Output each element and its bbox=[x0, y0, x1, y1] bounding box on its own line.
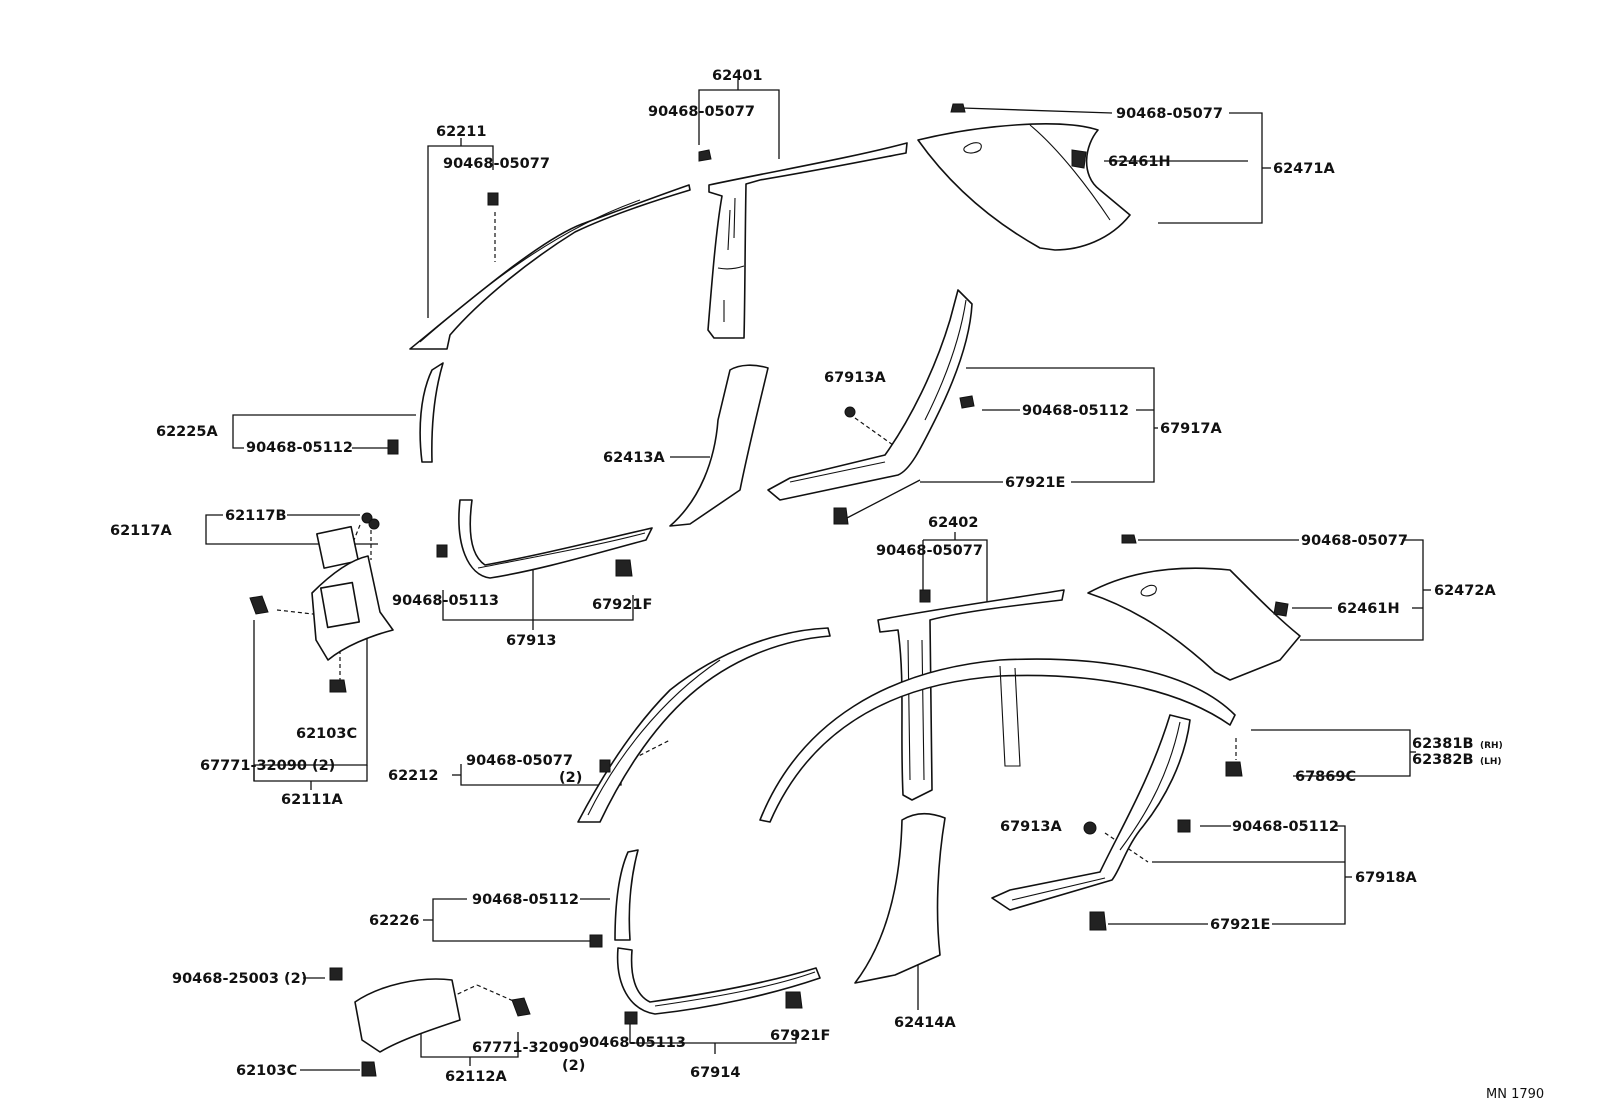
label-90468-05077-b: 90468-05077 bbox=[1116, 106, 1223, 122]
label-90468-05113-a: 90468-05113 bbox=[392, 593, 499, 609]
label-90468-05077-d: 90468-05077 bbox=[876, 543, 983, 559]
label-67917A: 67917A bbox=[1160, 421, 1222, 437]
part-62226-weatherstrip bbox=[614, 849, 639, 941]
part-62472A-quarter-trim bbox=[1087, 567, 1301, 681]
label-67771-32090-b: 67771-32090 bbox=[472, 1040, 579, 1056]
label-62461H-a: 62461H bbox=[1108, 154, 1171, 170]
part-67918A-scuff-plate bbox=[991, 714, 1191, 911]
callout-labels: 62401 90468-05077 90468-05077 62211 9046… bbox=[110, 68, 1544, 1102]
part-62413A-b-pillar-lower bbox=[669, 364, 769, 527]
label-67913A-a: 67913A bbox=[824, 370, 886, 386]
label-67914: 67914 bbox=[690, 1065, 740, 1081]
label-67921E-a: 67921E bbox=[1005, 475, 1065, 491]
label-67918A: 67918A bbox=[1355, 870, 1417, 886]
label-62381B-side: (RH) bbox=[1480, 741, 1503, 751]
label-62413A: 62413A bbox=[603, 450, 665, 466]
part-62471A-quarter-trim bbox=[917, 123, 1131, 251]
part-62211-a-pillar bbox=[409, 184, 691, 350]
part-62381B-roof-edge-trim bbox=[759, 658, 1236, 823]
label-62117A: 62117A bbox=[110, 523, 172, 539]
label-62382B: 62382B bbox=[1412, 752, 1474, 768]
label-67921F-a: 67921F bbox=[592, 597, 652, 613]
label-62103C-b: 62103C bbox=[236, 1063, 297, 1079]
part-62112A-kick-panel bbox=[354, 978, 461, 1053]
label-90468-05077-e: 90468-05077 bbox=[1301, 533, 1408, 549]
part-67913-sill-plate bbox=[458, 499, 653, 579]
part-62401-b-pillar-upper bbox=[707, 142, 908, 339]
label-67921F-b: 67921F bbox=[770, 1028, 830, 1044]
label-90468-05077-c: 90468-05077 bbox=[443, 156, 550, 172]
label-90468-25003: 90468-25003 (2) bbox=[172, 971, 307, 987]
label-90468-05077-f: 90468-05077 bbox=[466, 753, 573, 769]
label-90468-05112-a: 90468-05112 bbox=[1022, 403, 1129, 419]
diagram-code: MN 1790 bbox=[1486, 1087, 1544, 1102]
part-62414A-b-pillar-lower bbox=[854, 812, 946, 984]
label-90468-05113-b: 90468-05113 bbox=[579, 1035, 686, 1051]
label-62225A: 62225A bbox=[156, 424, 218, 440]
label-62414A: 62414A bbox=[894, 1015, 956, 1031]
fastener-icons bbox=[249, 103, 1289, 1077]
leader-lines bbox=[205, 80, 1431, 1071]
label-62401: 62401 bbox=[712, 68, 762, 84]
label-62103C-a: 62103C bbox=[296, 726, 357, 742]
part-62117B-62111A-kick-panel bbox=[311, 525, 394, 661]
part-67914-sill-plate bbox=[616, 947, 821, 1015]
label-90468-05112-b: 90468-05112 bbox=[246, 440, 353, 456]
label-90468-05077-a: 90468-05077 bbox=[648, 104, 755, 120]
label-62381B: 62381B bbox=[1412, 736, 1474, 752]
part-67917A-scuff-plate bbox=[767, 289, 973, 501]
label-67913A-b: 67913A bbox=[1000, 819, 1062, 835]
label-62472A: 62472A bbox=[1434, 583, 1496, 599]
label-67771-32090-a: 67771-32090 (2) bbox=[200, 758, 335, 774]
label-62112A: 62112A bbox=[445, 1069, 507, 1085]
label-90468-05112-d: 90468-05112 bbox=[472, 892, 579, 908]
label-90468-05112-c: 90468-05112 bbox=[1232, 819, 1339, 835]
label-62461H-b: 62461H bbox=[1337, 601, 1400, 617]
label-67913: 67913 bbox=[506, 633, 556, 649]
label-62402: 62402 bbox=[928, 515, 978, 531]
label-62211: 62211 bbox=[436, 124, 486, 140]
label-62212: 62212 bbox=[388, 768, 438, 784]
label-67921E-b: 67921E bbox=[1210, 917, 1270, 933]
label-90468-05077-f-qty: (2) bbox=[559, 770, 582, 786]
label-67771-32090-b-qty: (2) bbox=[562, 1058, 585, 1074]
label-62382B-side: (LH) bbox=[1480, 757, 1502, 767]
part-62225A-weatherstrip bbox=[419, 362, 444, 463]
label-67869C: 67869C bbox=[1295, 769, 1356, 785]
part-62212-a-pillar-rear bbox=[577, 627, 831, 823]
label-62111A: 62111A bbox=[281, 792, 343, 808]
label-62226: 62226 bbox=[369, 913, 419, 929]
label-62117B: 62117B bbox=[225, 508, 287, 524]
label-62471A: 62471A bbox=[1273, 161, 1335, 177]
